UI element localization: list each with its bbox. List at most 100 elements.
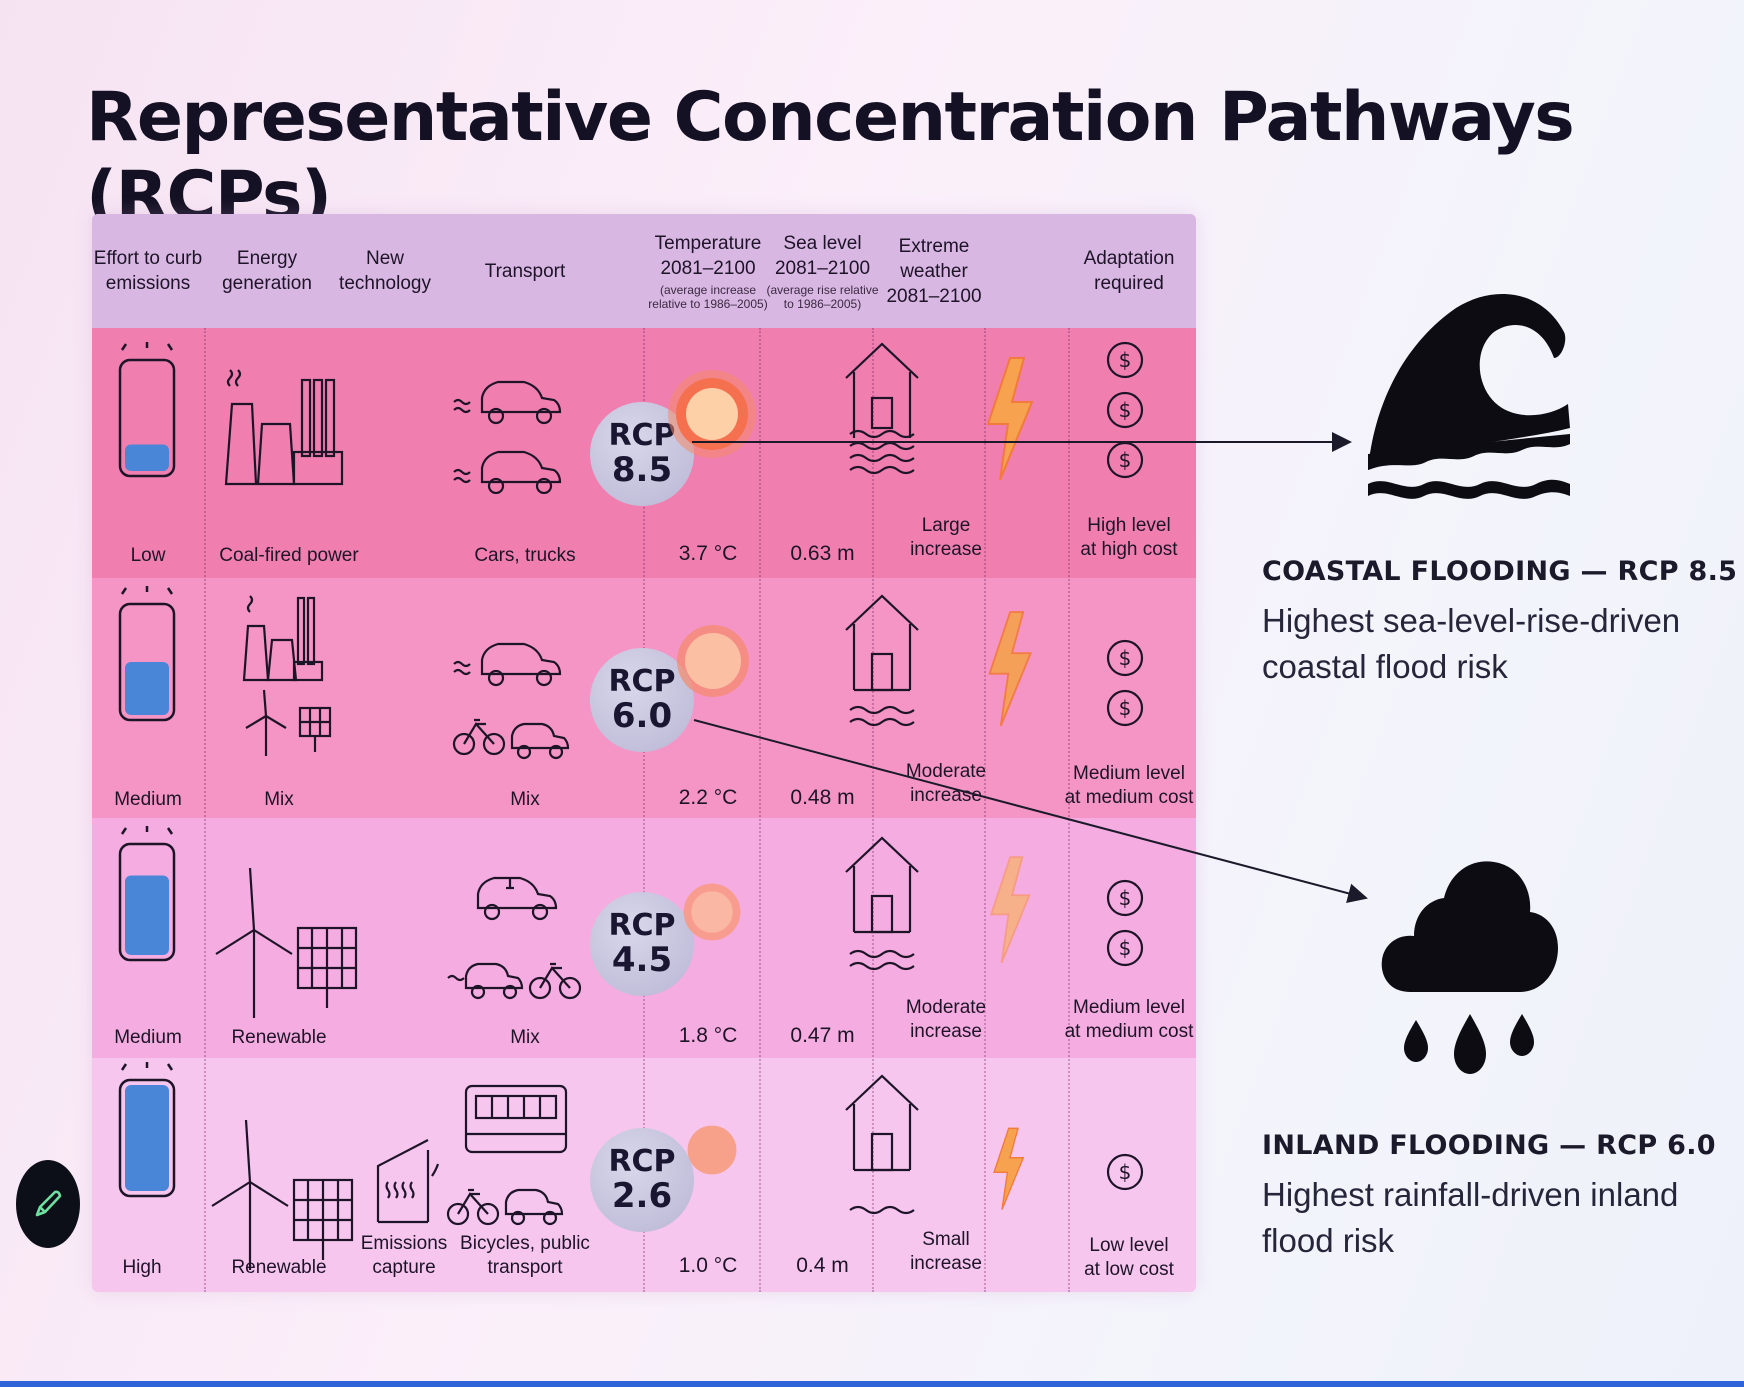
rcp-label: RCP [608,664,676,699]
adaptation-value: Medium level at medium cost [1064,997,1194,1042]
mixed-energy-icon [242,595,332,756]
wind-solar-icon [211,1120,354,1270]
bus-bicycle-icon [446,1084,568,1226]
car-bicycle-icon [452,642,570,760]
weather-value: Large increase [910,515,982,560]
dollar-sign: $ [1119,886,1132,910]
newtech-value: Emissions capture [360,1233,448,1278]
dollar-sign: $ [1119,348,1132,372]
dollar-coin-icon [1106,341,1144,379]
header-weather-label: Extreme weather 2081–2100 [886,235,982,307]
coal-power-plant-icon [224,369,344,486]
header-sealevel-label: Sea level 2081–2100 [774,233,871,279]
header-energy: Energy generation [204,214,330,328]
adaptation-value: High level at high cost [1080,515,1178,560]
inland-flooding-title: INLAND FLOODING — RCP 6.0 [1262,1130,1716,1161]
rcp-value: 2.6 [611,1176,673,1216]
effort-value: Medium [114,789,182,810]
temperature-value: 3.7 °C [678,542,738,565]
battery-icon [118,342,176,478]
car-icon [453,380,562,494]
rcp-badge-45: RCP 4.5 [590,892,694,996]
house-flood-icon [845,342,919,475]
dollar-coins-icon: $ $ $ [1106,341,1144,479]
weather-value: Small increase [910,1229,982,1274]
dollar-coins-icon: $ [1106,1153,1144,1191]
lightning-icon [989,856,1031,964]
dollar-sign: $ [1119,936,1132,960]
dollar-sign: $ [1119,398,1132,422]
header-sealevel: Sea level 2081–2100 (average rise relati… [759,214,886,328]
column-divider [1068,328,1070,1292]
rcp-badge-26: RCP 2.6 [590,1128,694,1232]
header-energy-label: Energy generation [222,248,312,294]
column-divider [204,328,206,1292]
energy-value: Coal-fired power [219,545,359,566]
rcp-infographic: Effort to curb emissions Energy generati… [92,214,1196,1292]
lightning-icon [993,1127,1025,1210]
coastal-flooding-title: COASTAL FLOODING — RCP 8.5 [1262,556,1738,587]
house-flood-icon [845,836,919,971]
inland-flooding-desc: Highest rainfall-driven inland flood ris… [1262,1176,1679,1259]
header-weather: Extreme weather 2081–2100 [872,214,996,328]
electric-car-bicycle-icon [447,876,582,1000]
dollar-coin-icon [1106,441,1144,479]
lightning-icon [986,357,1034,481]
adaptation-value: Medium level at medium cost [1064,763,1194,808]
header-effort: Effort to curb emissions [92,214,204,328]
dollar-coins-icon: $$ [1106,639,1144,727]
rcp-label: RCP [608,1144,676,1179]
emissions-capture-icon [376,1139,440,1224]
transport-value: Bicycles, public transport [460,1233,590,1278]
bottom-accent-bar [0,1381,1744,1387]
dollar-sign: $ [1119,696,1132,720]
page-title: Representative Concentration Pathways (R… [86,78,1575,236]
rcp-label: RCP [608,418,676,453]
wave-icon [1368,293,1570,499]
pen-icon [35,1190,62,1217]
dollar-coin-icon [1106,1153,1144,1191]
dollar-sign: $ [1119,646,1132,670]
temperature-value: 1.0 °C [678,1254,738,1277]
sun-icon [687,1125,737,1175]
pen-tool-button[interactable] [16,1160,80,1248]
sun-icon [677,625,749,697]
dollar-sign: $ [1119,1160,1132,1184]
sea-level-value: 0.4 m [796,1254,849,1277]
header-temperature: Temperature 2081–2100 (average increase … [643,214,773,328]
transport-value: Cars, trucks [474,545,576,566]
dollar-coin-icon [1106,639,1144,677]
dollar-coin-icon [1106,929,1144,967]
dollar-sign: $ [1119,448,1132,472]
lightning-icon [988,611,1033,727]
house-flood-icon [845,594,919,727]
energy-value: Renewable [231,1027,327,1048]
energy-value: Mix [264,789,294,810]
header-adaptation: Adaptation required [1062,214,1196,328]
header-newtech-label: New technology [339,248,431,294]
header-newtech: New technology [330,214,440,328]
rcp-value: 8.5 [611,450,673,490]
rain-cloud-icon [1381,861,1558,1074]
battery-icon [118,1062,176,1198]
rcp-badge-85: RCP 8.5 [590,402,694,506]
sea-level-value: 0.48 m [790,786,855,809]
weather-value: Moderate increase [905,761,987,806]
sun-icon [668,370,756,458]
sea-level-value: 0.47 m [790,1024,855,1047]
header-temperature-sub: (average increase relative to 1986–2005) [648,283,768,311]
temperature-value: 2.2 °C [678,786,738,809]
header-band [92,214,1196,328]
transport-value: Mix [510,789,540,810]
sun-icon [683,883,741,941]
house-flood-icon [845,1074,919,1215]
effort-value: High [122,1257,162,1278]
dollar-coin-icon [1106,391,1144,429]
weather-value: Moderate increase [905,997,987,1042]
header-effort-label: Effort to curb emissions [93,248,203,294]
battery-icon [118,586,176,722]
battery-icon [118,826,176,962]
temperature-value: 1.8 °C [678,1024,738,1047]
transport-value: Mix [510,1027,540,1048]
effort-value: Low [130,545,166,566]
